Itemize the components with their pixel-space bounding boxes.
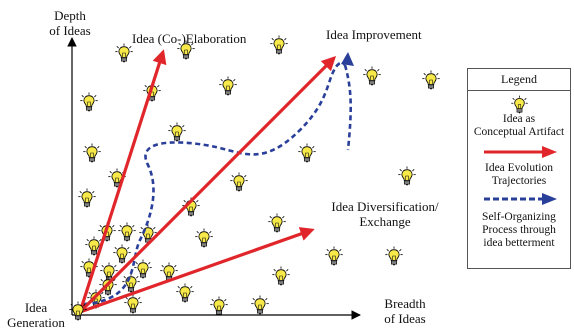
- self-organizing-path: [83, 61, 346, 306]
- lightbulb-icon: [272, 266, 290, 286]
- lightbulb-icon: [139, 224, 157, 244]
- lightbulb-icon: [122, 273, 140, 293]
- lightbulb-icon: [113, 244, 131, 264]
- lightbulb-icon: [124, 294, 142, 314]
- legend-red-arrow-icon: [484, 146, 557, 158]
- lightbulb-icon: [195, 228, 213, 248]
- lightbulb-icon: [385, 246, 403, 266]
- lightbulb-icon: [363, 66, 381, 86]
- legend-dashed-arrow-icon: [484, 193, 557, 205]
- lightbulb-icon: [270, 35, 288, 55]
- improvement-label: Idea Improvement: [326, 27, 422, 42]
- lightbulb-icon: [118, 222, 136, 242]
- lightbulb-icon: [134, 259, 152, 279]
- improvement-arrow: [78, 55, 337, 314]
- elaboration-arrow: [78, 49, 167, 313]
- lightbulb-icon: [78, 188, 96, 208]
- lightbulb-icon: [83, 143, 101, 163]
- lightbulb-icon: [219, 76, 237, 96]
- lightbulb-icon: [80, 92, 98, 112]
- lightbulb-icon: [422, 70, 440, 90]
- self-organizing-path-tail: [343, 64, 352, 151]
- lightbulb-icon: [115, 43, 133, 63]
- diversification-label: Idea Diversification/Exchange: [331, 199, 439, 229]
- elaboration-label: Idea (Co-)Elaboration: [132, 31, 247, 46]
- lightbulb-icon: [298, 143, 316, 163]
- lightbulb-icon: [268, 213, 286, 233]
- legend-title: Legend: [468, 69, 570, 91]
- lightbulb-icon: [398, 166, 416, 186]
- self-organizing-arrowhead: [341, 52, 354, 66]
- lightbulb-icon: [168, 122, 186, 142]
- idea-bulbs: [78, 35, 440, 316]
- lightbulb-icon: [511, 95, 528, 114]
- diversification-arrow: [79, 227, 315, 314]
- lightbulb-icon: [325, 246, 343, 266]
- lightbulb-icon: [176, 283, 194, 303]
- lightbulb-icon: [251, 295, 269, 315]
- lightbulb-icon: [230, 172, 248, 192]
- lightbulb-icon: [210, 296, 228, 316]
